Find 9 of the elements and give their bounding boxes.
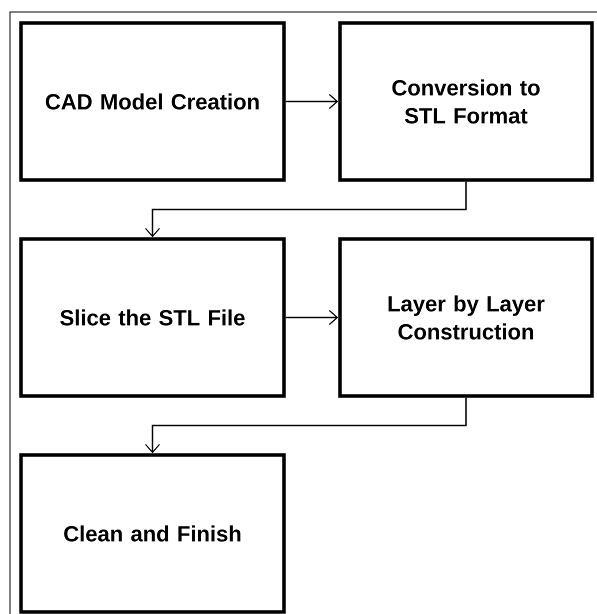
- process-box: Clean and Finish: [19, 453, 286, 614]
- process-box: Layer by Layer Construction: [338, 237, 594, 398]
- process-box: Conversion to STL Format: [338, 21, 594, 182]
- arrow: [145, 398, 467, 454]
- process-box: CAD Model Creation: [19, 21, 286, 182]
- process-box: Slice the STL File: [19, 237, 286, 398]
- arrow: [286, 310, 338, 325]
- arrow: [145, 182, 467, 238]
- arrow: [286, 94, 338, 109]
